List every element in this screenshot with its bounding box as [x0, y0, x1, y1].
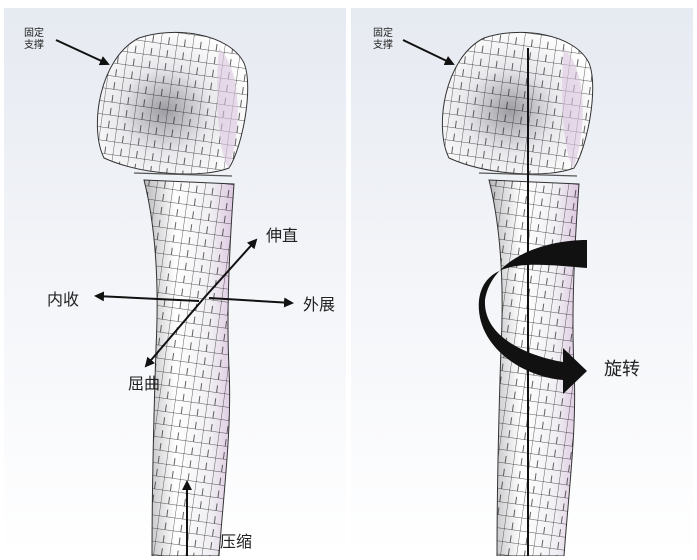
bone-shaft: [143, 179, 235, 556]
abduction-arrow: [208, 297, 294, 308]
fixed-support-line2: 支撑: [373, 40, 393, 51]
extension-arrow: [203, 238, 258, 299]
adduction-arrow: [94, 291, 200, 302]
extension-label: 伸直: [266, 226, 299, 245]
flexion-label: 屈曲: [128, 374, 161, 393]
bone-head: [96, 31, 249, 175]
fixed-support-line1: 固定: [373, 28, 393, 39]
right-bone-mesh-figure: [402, 31, 594, 556]
compression-label: 压缩: [220, 532, 253, 551]
right-panel-rotation: 固定 支撑 旋转: [351, 8, 693, 556]
left-panel-loading-modes: 固定 支撑 伸直 内收 外展 屈曲 压缩: [4, 8, 346, 556]
fixed-support-arrow: [402, 39, 455, 66]
bone-head: [441, 31, 594, 175]
curved-rotation-arrow-icon: [478, 240, 587, 394]
abduction-label: 外展: [303, 295, 336, 314]
rotation-label: 旋转: [604, 359, 640, 380]
adduction-label: 内收: [47, 290, 80, 309]
left-bone-mesh-figure: [55, 31, 294, 556]
fixed-support-label: 固定 支撑: [373, 28, 393, 52]
fixed-support-line1: 固定: [24, 28, 44, 39]
fixed-support-label: 固定 支撑: [24, 28, 44, 52]
fixed-support-arrow: [55, 39, 110, 66]
flexion-arrow: [144, 297, 205, 368]
fixed-support-line2: 支撑: [24, 40, 44, 51]
